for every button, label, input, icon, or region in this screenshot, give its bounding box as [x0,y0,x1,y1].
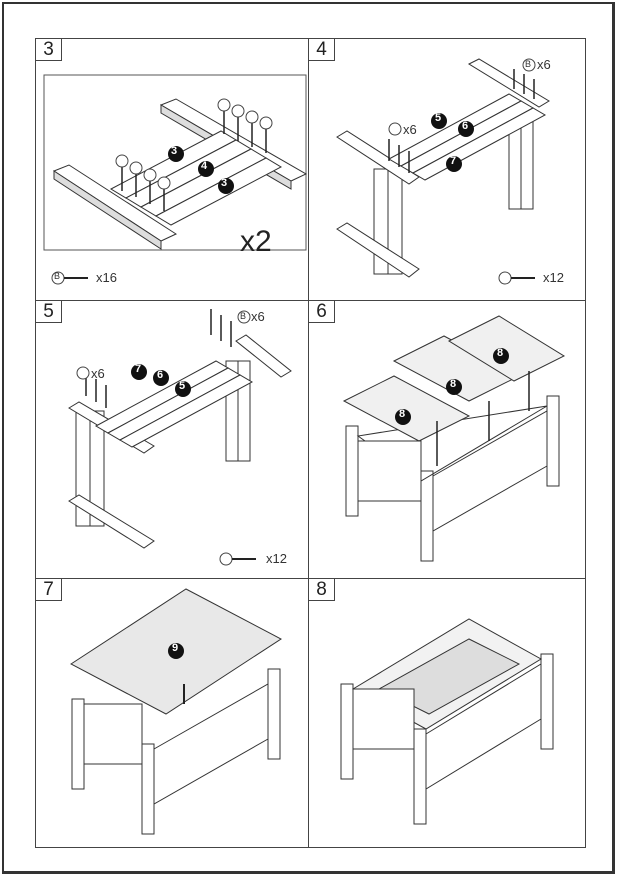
screw-label: B [240,311,247,321]
step-number: 3 [36,39,62,61]
screw-count-left: x6 [403,122,417,137]
step-number: 8 [309,579,335,601]
step-3-illustration [43,74,308,285]
screw-count: x12 [266,551,287,566]
screw-label: B [54,271,61,281]
panel-step-7: 7 9 [35,578,312,848]
part-number: 5 [179,380,186,392]
part-number: 5 [435,112,442,124]
part-number: 9 [172,642,179,654]
screw-count: x16 [96,270,117,285]
step-number: 4 [309,39,335,61]
step-4-illustration [336,58,550,285]
part-number: 6 [462,120,469,132]
step-7-illustration [70,588,282,835]
step-5-illustration [68,309,292,566]
part-number: 8 [450,378,457,390]
panel-step-5: 5 7 6 5 B x6 x6 x12 [35,300,312,582]
screw-count: x12 [543,270,564,285]
part-number: 8 [399,408,406,420]
screw-count-top: x6 [537,57,551,72]
part-number: 8 [497,347,504,359]
panel-step-4: 4 5 6 7 B x6 x6 x12 [308,38,586,303]
screw-label: B [525,59,532,69]
step-number: 6 [309,301,335,323]
step-8-illustration [340,618,554,825]
step-6-illustration [342,315,566,562]
part-number: 6 [157,369,164,381]
part-number: 7 [135,363,142,375]
step-number: 7 [36,579,62,601]
panel-step-8: 8 [308,578,586,848]
multiplier-label: x2 [240,225,272,258]
step-number: 5 [36,301,62,323]
panel-step-3: 3 3 4 3 B x16 x2 [35,38,312,303]
panel-step-6: 6 8 8 8 [308,300,586,582]
part-number: 3 [171,145,178,157]
part-number: 4 [201,160,208,172]
part-number: 7 [450,155,457,167]
part-number: 3 [221,177,228,189]
instruction-sheet: 3 3 4 3 B x16 x2 [2,2,615,874]
screw-count-top: x6 [251,309,265,324]
screw-count-left: x6 [91,366,105,381]
